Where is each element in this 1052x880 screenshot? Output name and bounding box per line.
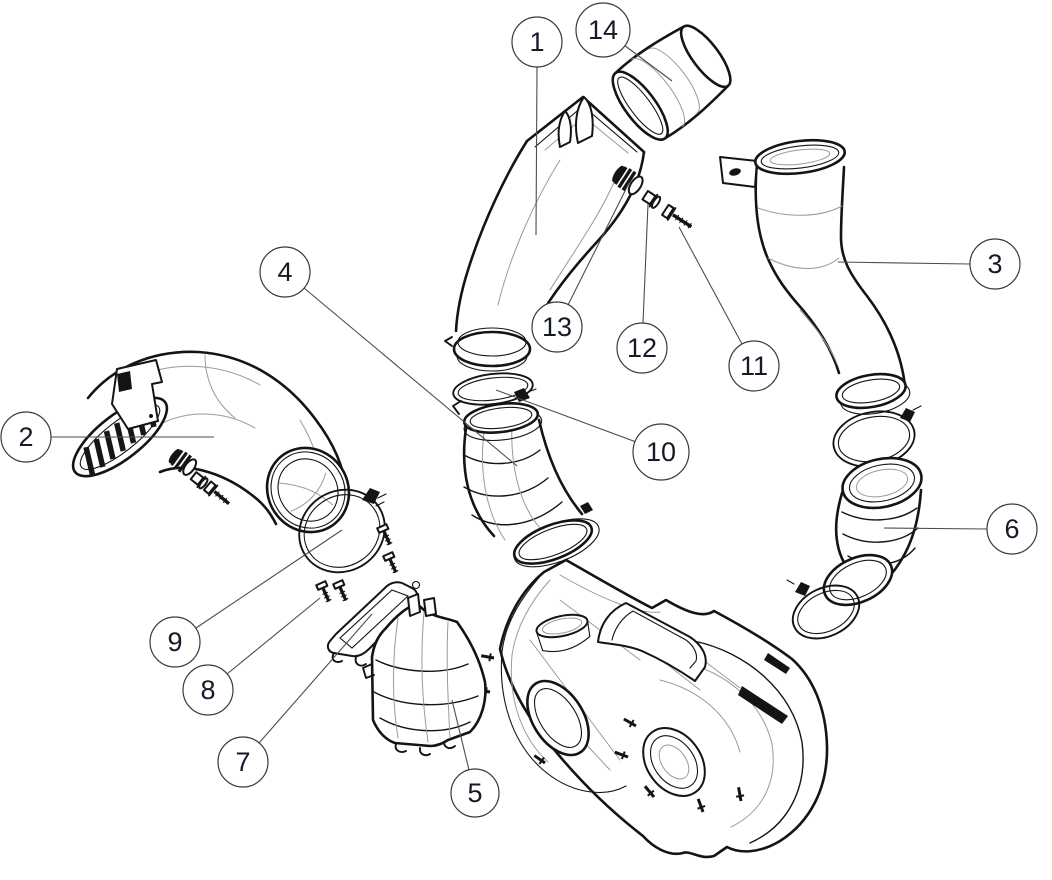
housing-handle-bracket [597, 602, 707, 682]
callout-10-label: 10 [646, 437, 676, 467]
callout-10: 10 [632, 423, 690, 481]
callout-5: 5 [450, 768, 500, 818]
callout-2-label: 2 [18, 422, 33, 452]
elbow-6-bottom-collar [822, 553, 894, 607]
callout-11-label: 11 [740, 351, 768, 381]
grommet-13 [612, 165, 644, 196]
housing-studs [476, 653, 745, 813]
duct-2-grommet [168, 448, 198, 476]
bolt-11 [661, 203, 693, 229]
duct-2-bracket [111, 359, 163, 430]
callout-6: 6 [986, 503, 1038, 555]
callout-12-label: 12 [627, 333, 657, 363]
duct-3-opening [753, 138, 847, 176]
housing-oval-boss [642, 727, 706, 797]
duct-3 [719, 138, 911, 415]
callout-7: 7 [217, 736, 269, 788]
duct-5 [362, 593, 487, 757]
callout-9-label: 9 [167, 627, 182, 657]
duct-2-ferrule [189, 471, 209, 490]
callout-6-label: 6 [1004, 514, 1019, 544]
screws-8 [315, 523, 399, 603]
callout-7-label: 7 [235, 747, 250, 777]
duct-3-end [835, 372, 911, 415]
hose-clamp-9 [298, 488, 387, 574]
sleeve-14 [611, 24, 732, 141]
callout-2: 2 [0, 411, 52, 463]
callout-14: 14 [575, 2, 631, 58]
callout-13-label: 13 [542, 312, 572, 342]
leader-lines [51, 44, 988, 771]
callout-4: 4 [259, 246, 311, 298]
duct-1 [444, 95, 646, 372]
duct-2 [71, 350, 351, 534]
spacer-12 [641, 189, 662, 209]
callout-3: 3 [969, 238, 1021, 290]
duct-3-tab [719, 156, 758, 188]
elbow-6 [822, 456, 923, 607]
callout-13: 13 [531, 301, 583, 353]
housing-stub-port [535, 613, 591, 653]
callout-12: 12 [616, 322, 668, 374]
callout-1-label: 1 [529, 27, 544, 57]
elbow-6-top-rim [841, 456, 923, 510]
callout-3-label: 3 [987, 249, 1002, 279]
callout-11: 11 [728, 340, 780, 392]
duct-1-flange [444, 327, 532, 372]
callout-4-label: 4 [277, 257, 292, 287]
cvt-housing [476, 558, 829, 859]
hose-clamp-upper [832, 405, 922, 468]
duct-4 [452, 400, 600, 568]
callout-5-label: 5 [467, 778, 482, 808]
hose-clamp-lower [786, 579, 861, 640]
callout-1: 1 [511, 16, 563, 68]
clamp-10 [452, 372, 537, 406]
duct-2-bolt [202, 480, 231, 506]
callout-8: 8 [182, 664, 234, 716]
callout-9: 9 [149, 616, 201, 668]
callout-14-label: 14 [588, 15, 618, 45]
callout-8-label: 8 [200, 675, 215, 705]
duct-2-outlet [265, 446, 351, 534]
housing-oval-port [526, 679, 590, 757]
